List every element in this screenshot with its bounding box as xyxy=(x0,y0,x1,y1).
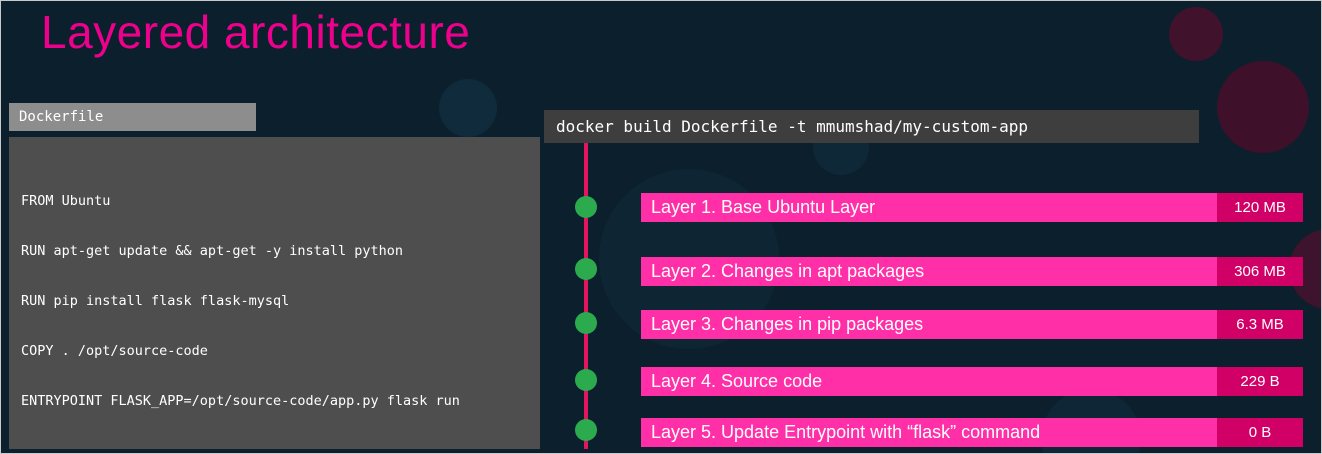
layer-size-badge: 120 MB xyxy=(1217,193,1303,222)
layer-size-badge: 229 B xyxy=(1217,367,1303,396)
layer-bar-4: Layer 4. Source code 229 B xyxy=(641,367,1303,396)
layer-size-badge: 6.3 MB xyxy=(1217,310,1303,339)
dockerfile-line-run-apt: RUN apt-get update && apt-get -y install… xyxy=(21,243,404,259)
dockerfile-line-copy: COPY . /opt/source-code xyxy=(21,343,208,359)
layer-label: Layer 1. Base Ubuntu Layer xyxy=(641,193,1217,222)
dockerfile-line-entrypoint: ENTRYPOINT FLASK_APP=/opt/source-code/ap… xyxy=(21,393,460,409)
decor-circle xyxy=(1217,61,1309,153)
timeline-dot-5 xyxy=(575,419,597,441)
timeline-dot-4 xyxy=(575,369,597,391)
timeline-dot-2 xyxy=(575,258,597,280)
layer-bar-1: Layer 1. Base Ubuntu Layer 120 MB xyxy=(641,193,1303,222)
layer-size-badge: 306 MB xyxy=(1217,257,1303,286)
timeline-dot-1 xyxy=(575,196,597,218)
layer-bar-2: Layer 2. Changes in apt packages 306 MB xyxy=(641,257,1303,286)
layer-label: Layer 5. Update Entrypoint with “flask” … xyxy=(641,418,1217,447)
layer-bar-3: Layer 3. Changes in pip packages 6.3 MB xyxy=(641,310,1303,339)
dockerfile-label: Dockerfile xyxy=(9,103,256,131)
timeline-dot-3 xyxy=(575,312,597,334)
dockerfile-code-box: FROM Ubuntu RUN apt-get update && apt-ge… xyxy=(9,137,540,449)
layer-bar-5: Layer 5. Update Entrypoint with “flask” … xyxy=(641,418,1303,447)
layer-label: Layer 4. Source code xyxy=(641,367,1217,396)
docker-build-command: docker build Dockerfile -t mmumshad/my-c… xyxy=(544,110,1199,143)
layer-size-badge: 0 B xyxy=(1217,418,1303,447)
decor-circle xyxy=(1169,7,1223,61)
page-title: Layered architecture xyxy=(41,6,471,58)
dockerfile-line-run-pip: RUN pip install flask flask-mysql xyxy=(21,293,290,309)
layer-label: Layer 2. Changes in apt packages xyxy=(641,257,1217,286)
timeline-line xyxy=(584,143,588,449)
dockerfile-line-from: FROM Ubuntu xyxy=(21,193,111,209)
decor-circle xyxy=(439,79,497,137)
layer-label: Layer 3. Changes in pip packages xyxy=(641,310,1217,339)
